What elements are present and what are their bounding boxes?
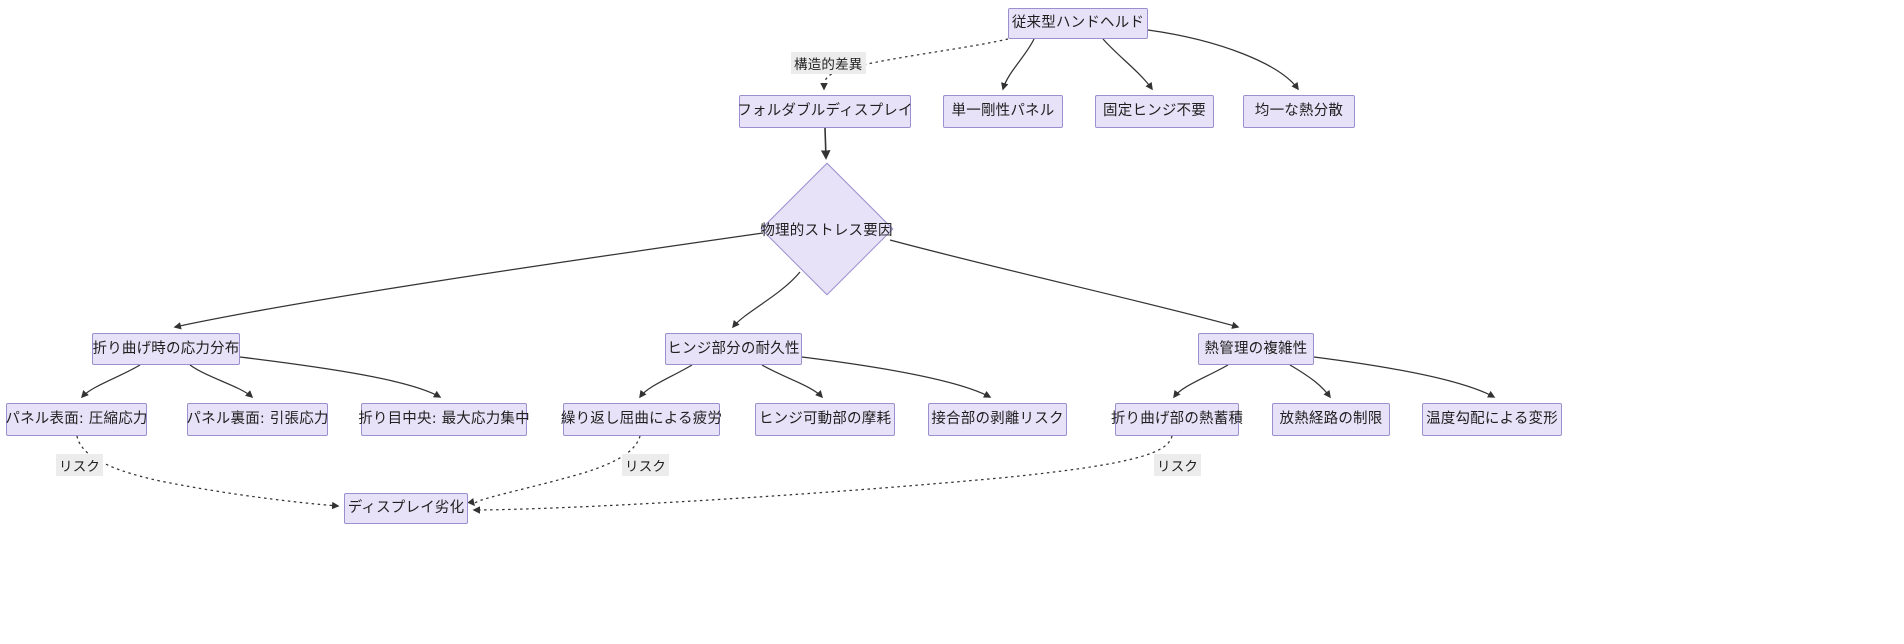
node-thermal-gradient-deformation[interactable]: 温度勾配による変形 bbox=[1422, 403, 1562, 436]
node-label: 均一な熱分散 bbox=[1254, 103, 1344, 120]
node-panel-front-compressive-stress[interactable]: パネル表面: 圧縮応力 bbox=[5, 403, 147, 436]
node-rigid-panel[interactable]: 単一剛性パネル bbox=[943, 95, 1063, 128]
node-thermal-management-complexity[interactable]: 熱管理の複雑性 bbox=[1198, 333, 1314, 365]
edge-label-risk-compression: リスク bbox=[56, 454, 104, 476]
edge-root-to-thermal bbox=[1147, 29, 1299, 91]
node-label: 接合部の剥離リスク bbox=[931, 411, 1064, 428]
edge-bend-to-tension bbox=[189, 364, 254, 399]
edge-heatmgmt-to-gradient bbox=[1313, 356, 1496, 398]
node-label: 熱管理の複雑性 bbox=[1204, 340, 1308, 357]
node-label: 放熱経路の制限 bbox=[1279, 411, 1383, 428]
node-label: 折り曲げ部の熱蓄積 bbox=[1110, 411, 1244, 428]
edge-fatigue-to-degradation bbox=[467, 435, 641, 507]
edge-root-to-hinge bbox=[1102, 38, 1153, 91]
node-bending-stress-distribution[interactable]: 折り曲げ時の応力分布 bbox=[92, 333, 240, 365]
edge-bend-to-peak bbox=[239, 356, 442, 398]
edge-accumulation-to-degradation bbox=[472, 435, 1173, 514]
node-label: 温度勾配による変形 bbox=[1426, 411, 1558, 428]
edge-label-risk-heat: リスク bbox=[1154, 454, 1202, 476]
edge-heatmgmt-to-dissipation bbox=[1289, 364, 1331, 399]
node-fold-center-peak-stress[interactable]: 折り目中央: 最大応力集中 bbox=[358, 403, 530, 436]
edge-label-structural-difference: 構造的差異 bbox=[791, 52, 866, 74]
node-label: 従来型ハンドヘルド bbox=[1011, 15, 1145, 32]
edge-label-risk-fatigue: リスク bbox=[622, 454, 670, 476]
edge-bend-to-compression bbox=[80, 364, 141, 399]
node-physical-stress-factors[interactable]: 物理的ストレス要因 bbox=[759, 162, 894, 296]
node-display-degradation[interactable]: ディスプレイ劣化 bbox=[344, 493, 468, 524]
node-label: 固定ヒンジ不要 bbox=[1103, 103, 1206, 120]
node-label: フォルダブルディスプレイ bbox=[737, 103, 913, 120]
node-repeated-bending-fatigue[interactable]: 繰り返し屈曲による疲労 bbox=[561, 403, 722, 436]
edge-root-to-rigid bbox=[1001, 38, 1035, 91]
node-hinge-moving-part-wear[interactable]: ヒンジ可動部の摩耗 bbox=[755, 403, 895, 436]
node-legacy-handheld[interactable]: 従来型ハンドヘルド bbox=[1008, 8, 1148, 39]
edge-durability-to-fatigue bbox=[639, 364, 693, 399]
node-panel-back-tensile-stress[interactable]: パネル裏面: 引張応力 bbox=[186, 403, 328, 436]
edge-durability-to-delamination bbox=[801, 356, 992, 398]
node-no-fixed-hinge[interactable]: 固定ヒンジ不要 bbox=[1095, 95, 1214, 128]
edge-foldable-to-stress bbox=[820, 127, 831, 160]
node-label: パネル裏面: 引張応力 bbox=[186, 411, 329, 428]
node-label: ヒンジ可動部の摩耗 bbox=[758, 411, 892, 428]
node-foldable-display[interactable]: フォルダブルディスプレイ bbox=[737, 95, 913, 128]
node-label: 折り目中央: 最大応力集中 bbox=[358, 411, 530, 428]
node-joint-delamination-risk[interactable]: 接合部の剥離リスク bbox=[928, 403, 1067, 436]
node-label: 単一剛性パネル bbox=[951, 103, 1055, 120]
edge-heatmgmt-to-accumulation bbox=[1173, 364, 1229, 399]
edge-compression-to-degradation bbox=[76, 435, 340, 510]
node-heat-path-restriction[interactable]: 放熱経路の制限 bbox=[1272, 403, 1390, 436]
node-uniform-heat-dissipation[interactable]: 均一な熱分散 bbox=[1243, 95, 1355, 128]
node-label: パネル表面: 圧縮応力 bbox=[5, 411, 148, 428]
node-label: 折り曲げ時の応力分布 bbox=[92, 340, 240, 357]
node-label: ディスプレイ劣化 bbox=[347, 500, 465, 517]
edge-durability-to-wear bbox=[761, 364, 824, 399]
edge-stress-to-bend bbox=[173, 232, 764, 330]
edge-stress-to-heatmgmt bbox=[889, 239, 1240, 329]
node-label: 物理的ストレス要因 bbox=[760, 222, 893, 239]
node-fold-area-heat-accumulation[interactable]: 折り曲げ部の熱蓄積 bbox=[1111, 403, 1243, 436]
node-hinge-durability[interactable]: ヒンジ部分の耐久性 bbox=[665, 333, 802, 365]
node-label: 繰り返し屈曲による疲労 bbox=[560, 411, 723, 428]
node-label: ヒンジ部分の耐久性 bbox=[667, 340, 800, 357]
